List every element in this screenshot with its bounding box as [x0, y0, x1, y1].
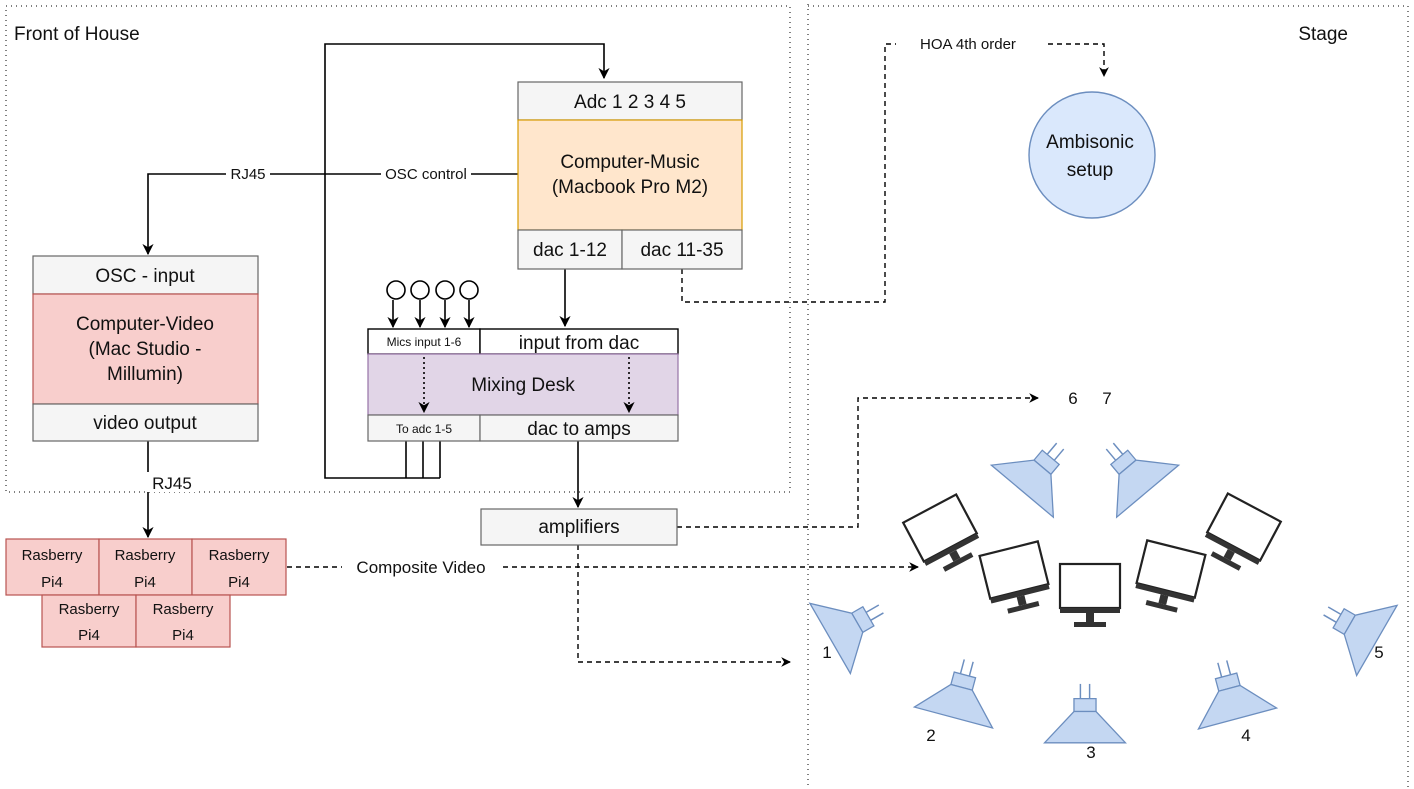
input-from-dac-label: input from dac	[519, 333, 639, 354]
speaker-number-3: 3	[1086, 743, 1095, 762]
speaker-icon	[1182, 650, 1278, 730]
speaker-number-2: 2	[926, 726, 935, 745]
raspberry-pi-model: Pi4	[228, 574, 250, 591]
ambisonic-setup-node	[1028, 91, 1156, 219]
speaker-number-5: 5	[1374, 643, 1383, 662]
mixing-desk-title: Mixing Desk	[471, 375, 575, 396]
speaker-icon	[913, 649, 1009, 729]
computer-video-block: OSC - input Computer-Video (Mac Studio -…	[32, 255, 259, 442]
computer-music-dac-11-35: dac 11-35	[640, 240, 723, 261]
speaker-number-6: 6	[1068, 389, 1077, 408]
mic-icon	[435, 280, 455, 300]
monitor-icon	[1197, 492, 1282, 579]
osc-control-label: OSC control	[385, 166, 467, 183]
raspberry-pi-box	[191, 538, 287, 596]
monitor-icon	[978, 540, 1055, 619]
foh-region-label: Front of House	[14, 24, 140, 45]
computer-video-title: Computer-Video	[76, 314, 214, 335]
speaker-icon	[1043, 683, 1127, 744]
raspberry-pi-box	[41, 594, 137, 648]
mixing-desk-block: Mics input 1-6 input from dac Mixing Des…	[367, 328, 679, 442]
adc-loop-line	[324, 43, 610, 479]
mic-icon	[459, 280, 479, 300]
computer-video-subtitle-2: Millumin)	[107, 364, 183, 385]
mic-icon	[386, 280, 406, 300]
amps-to-speakers-67-line	[677, 393, 1039, 528]
computer-music-title: Computer-Music	[560, 152, 699, 173]
osc-control-line	[142, 173, 518, 256]
ambisonic-label-1: Ambisonic	[1046, 132, 1134, 153]
raspberry-pi-label: Rasberry	[22, 547, 83, 564]
monitor-icon	[1130, 539, 1207, 618]
raspberry-pi-label: Rasberry	[153, 601, 214, 618]
hoa-line	[681, 43, 1109, 303]
raspberry-pi-box	[5, 538, 100, 596]
computer-music-block: Adc 1 2 3 4 5 Computer-Music (Macbook Pr…	[517, 81, 743, 270]
speaker-icon	[990, 419, 1092, 518]
raspberry-pi-label: Rasberry	[209, 547, 270, 564]
computer-music-subtitle: (Macbook Pro M2)	[552, 177, 708, 198]
speaker-number-7: 7	[1102, 389, 1111, 408]
computer-video-osc-input: OSC - input	[95, 266, 195, 287]
ambisonic-label-2: setup	[1067, 160, 1113, 181]
speaker-number-4: 4	[1241, 726, 1250, 745]
monitor-icon	[902, 493, 987, 580]
rj45-video-label: RJ45	[152, 474, 192, 493]
speaker-number-1: 1	[822, 643, 831, 662]
raspberry-pi-label: Rasberry	[59, 601, 120, 618]
raspberry-pi-model: Pi4	[172, 627, 194, 644]
mics-input-label: Mics input 1-6	[387, 335, 462, 349]
amps-to-speakers-15-line	[577, 545, 791, 667]
speaker-icon	[1078, 419, 1180, 518]
composite-video-label: Composite Video	[356, 558, 485, 577]
mic-icon	[410, 280, 430, 300]
raspberry-pi-group: Rasberry Pi4 Rasberry Pi4 Rasberry Pi4 R…	[5, 538, 287, 648]
to-adc-label: To adc 1-5	[396, 422, 452, 436]
computer-music-dac-1-12: dac 1-12	[533, 240, 607, 261]
computer-video-subtitle-1: (Mac Studio -	[89, 339, 202, 360]
rj45-control-label: RJ45	[230, 166, 265, 183]
amplifiers-box	[480, 508, 678, 546]
raspberry-pi-label: Rasberry	[115, 547, 176, 564]
computer-music-adc-header: Adc 1 2 3 4 5	[574, 92, 686, 113]
raspberry-pi-box	[135, 594, 231, 648]
mic-inputs	[386, 280, 479, 329]
region-borders	[5, 4, 1409, 789]
raspberry-pi-model: Pi4	[41, 574, 63, 591]
raspberry-pi-model: Pi4	[78, 627, 100, 644]
dac-to-amps-label: dac to amps	[527, 419, 631, 440]
computer-video-output: video output	[93, 413, 197, 434]
stage-region-label: Stage	[1298, 24, 1348, 45]
monitor-array	[902, 492, 1282, 629]
amplifiers-label: amplifiers	[538, 517, 619, 538]
hoa-label: HOA 4th order	[920, 36, 1016, 53]
raspberry-pi-model: Pi4	[134, 574, 156, 591]
monitor-icon	[1058, 562, 1122, 629]
